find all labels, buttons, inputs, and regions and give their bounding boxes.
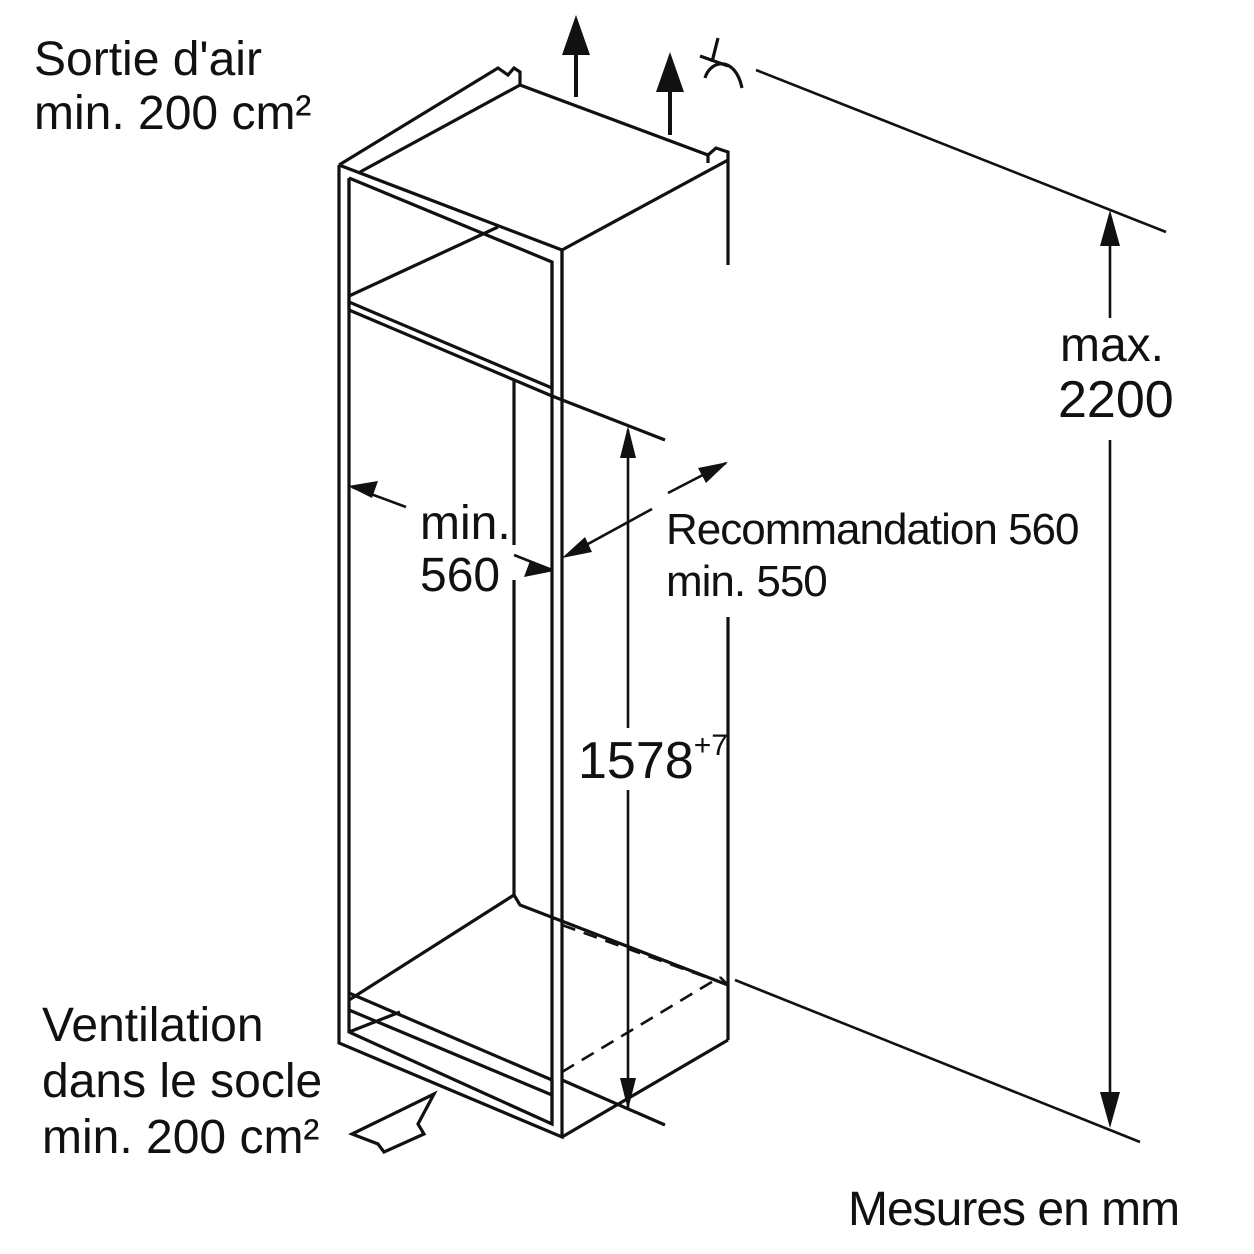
niche-height-tolerance: +7 xyxy=(693,729,728,762)
plinth-ventilation-label-line3: min. 200 cm² xyxy=(42,1111,320,1164)
max-height-label-line1: max. xyxy=(1060,319,1165,372)
ceiling-symbol-icon xyxy=(699,37,744,89)
max-height-label-line2: 2200 xyxy=(1058,371,1174,429)
niche-height-label: 1578+7 xyxy=(578,731,728,790)
depth-label-line1: Recommandation 560 xyxy=(666,505,1079,554)
max-height-dimension xyxy=(734,68,1167,1144)
top-compartment xyxy=(347,176,666,895)
air-outlet-label-line2: min. 200 cm² xyxy=(34,87,312,140)
width-label-line2: 560 xyxy=(420,549,501,602)
depth-dimension xyxy=(562,461,728,558)
air-inlet-arrow-icon xyxy=(347,1090,438,1154)
plinth-ventilation-label-line2: dans le socle xyxy=(42,1055,323,1108)
niche-height-dimension xyxy=(620,426,636,1110)
air-outlet-arrow-icon xyxy=(562,15,684,135)
bottom-compartment xyxy=(348,892,729,1127)
air-outlet-label-line1: Sortie d'air xyxy=(34,33,262,86)
plinth-ventilation-label-line1: Ventilation xyxy=(42,999,264,1052)
width-dimension xyxy=(348,481,554,577)
cabinet-outline xyxy=(337,65,730,1140)
niche-height-value: 1578 xyxy=(578,732,694,790)
depth-label-line2: min. 550 xyxy=(666,557,828,606)
units-note: Mesures en mm xyxy=(848,1183,1180,1236)
width-label-line1: min. xyxy=(420,497,511,550)
